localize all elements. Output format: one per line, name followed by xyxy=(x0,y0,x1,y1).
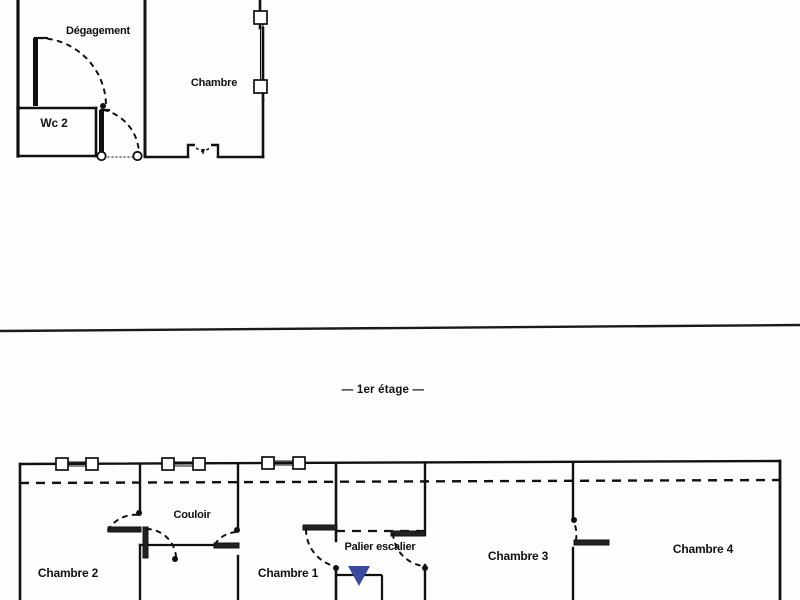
door-chambre-4 xyxy=(571,517,610,546)
door-chambre-3 xyxy=(390,530,428,571)
window-icon xyxy=(261,456,306,470)
room-label-chambre-3: Chambre 3 xyxy=(487,549,549,563)
stair-down-arrow-icon xyxy=(348,566,370,586)
room-label-chambre: Chambre xyxy=(190,77,238,89)
door-couloir-left xyxy=(142,526,178,562)
room-label-chambre-4: Chambre 4 xyxy=(672,542,734,556)
room-label-chambre-1: Chambre 1 xyxy=(257,566,319,580)
room-label-chambre-2: Chambre 2 xyxy=(37,566,99,580)
upper-window-group xyxy=(253,10,268,94)
room-label-degagement: Dégagement xyxy=(65,25,131,37)
staircase-run xyxy=(336,566,384,600)
lower-floor-plan xyxy=(18,456,782,600)
window-icon xyxy=(55,457,99,471)
door-chambre-2 xyxy=(107,510,142,533)
lower-plan-walls xyxy=(18,459,782,600)
window-icon xyxy=(161,457,206,471)
floor-divider-line xyxy=(0,323,800,333)
door-degagement xyxy=(33,36,107,109)
window-icon xyxy=(253,79,268,94)
lower-plan-dashed-reference xyxy=(19,478,781,485)
room-label-couloir: Couloir xyxy=(173,509,211,521)
room-label-palier-escalier: Palier escalier xyxy=(344,541,416,553)
window-icon xyxy=(253,10,268,25)
door-chambre-1 xyxy=(213,527,240,549)
door-palier-escalier xyxy=(302,524,339,571)
doorway-opening-chambre xyxy=(186,143,220,157)
upper-floor-plan xyxy=(16,0,268,162)
room-label-wc2: Wc 2 xyxy=(40,116,68,130)
floor-title-1er-etage: — 1er étage — xyxy=(341,384,425,396)
door-wc2 xyxy=(96,108,143,162)
lower-window-group xyxy=(55,456,306,471)
